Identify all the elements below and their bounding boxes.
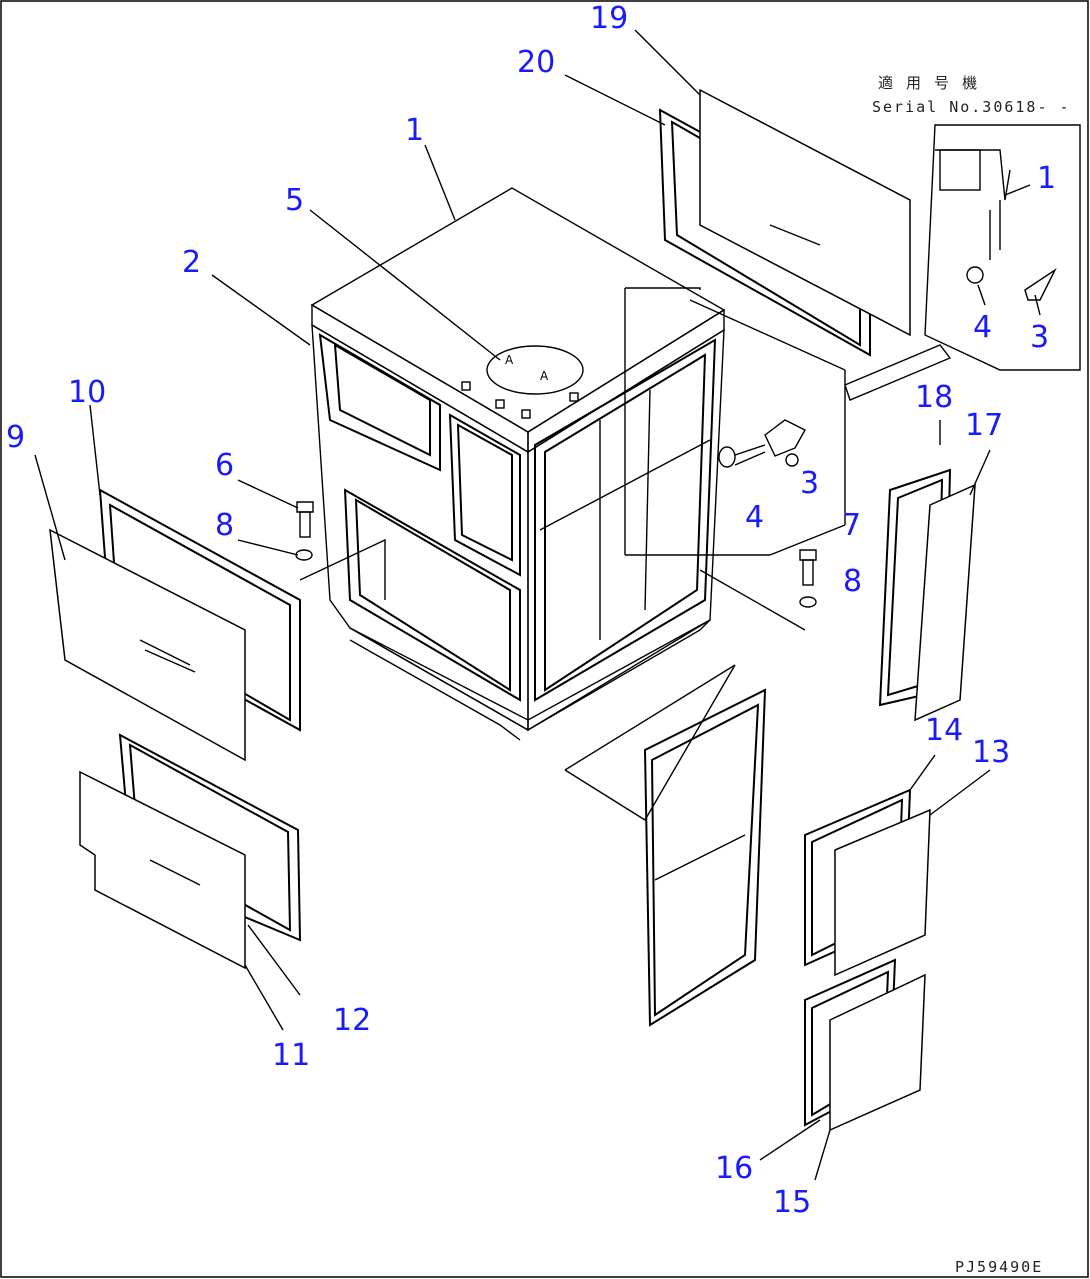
serial-note-line1: 適 用 号 機 [878,74,979,92]
callout-9: 9 [6,420,25,455]
hinge-assembly [718,419,806,468]
callout-17: 17 [965,408,1003,443]
bolt-left [295,501,386,600]
inset-callout-4: 4 [973,310,992,345]
inset-callout-1: 1 [1037,161,1056,196]
callout-1: 1 [405,113,424,148]
window-9-10 [49,488,301,762]
strip-18 [844,344,952,401]
callout-8-left: 8 [215,508,234,543]
callout-11: 11 [272,1038,310,1073]
window-11-12 [79,733,302,970]
callout-3: 3 [800,466,819,501]
callout-18: 18 [915,380,953,415]
callout-labels: 1 2 3 4 5 6 7 8 8 9 10 11 12 13 14 15 16… [6,1,1056,1220]
callout-6: 6 [215,448,234,483]
callout-20: 20 [517,45,555,80]
leader-lines [34,29,1041,1181]
callout-7: 7 [842,508,861,543]
bolt-right [699,549,817,631]
callout-2: 2 [182,245,201,280]
callout-16: 16 [715,1151,753,1186]
drawing-code: PJ59490E [955,1258,1043,1276]
inset-box [924,124,1081,371]
window-15-16 [804,958,926,1132]
window-19-20 [658,88,911,357]
callout-10: 10 [68,375,106,410]
svg-text:A: A [540,369,549,383]
serial-note-line2: Serial No.30618- - [872,98,1071,116]
callout-15: 15 [773,1185,811,1220]
callout-12: 12 [333,1003,371,1038]
callout-8-right: 8 [843,564,862,599]
callout-4: 4 [745,500,764,535]
callout-14: 14 [925,713,963,748]
cab-body: A A [310,187,726,741]
callout-5: 5 [285,183,304,218]
callout-19: 19 [590,1,628,36]
inset-callout-3: 3 [1030,320,1049,355]
window-17-seal [878,468,976,722]
door-glass [564,664,767,1027]
window-13-14 [804,788,931,977]
callout-13: 13 [972,735,1010,770]
svg-text:A: A [505,353,514,367]
door-callout-box [624,287,846,556]
